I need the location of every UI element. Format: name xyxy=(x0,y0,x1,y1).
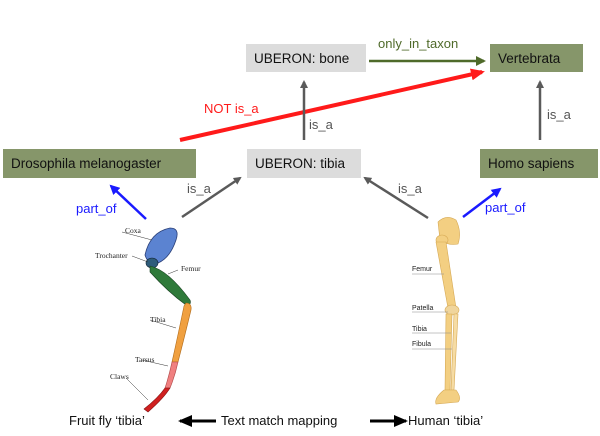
human-leg-image xyxy=(412,217,460,405)
label-only-in-taxon: only_in_taxon xyxy=(378,36,459,51)
caption-fruit-fly-tibia: Fruit fly ‘tibia’ xyxy=(69,413,145,428)
label-not-is-a: NOT is_a xyxy=(204,101,259,116)
label-tibia-is-a-bone: is_a xyxy=(309,117,333,132)
node-uberon-tibia: UBERON: tibia xyxy=(247,149,361,178)
label-fly-part-of: part_of xyxy=(76,201,117,216)
edge-fly-tibia-is-a xyxy=(181,176,242,219)
human-label-femur: Femur xyxy=(412,266,433,273)
fly-label-femur: Femur xyxy=(181,264,201,273)
label-fly-tibia-is-a: is_a xyxy=(187,181,211,196)
caption-text-match-mapping: Text match mapping xyxy=(221,413,338,428)
human-label-fibula: Fibula xyxy=(412,341,432,348)
node-label: UBERON: tibia xyxy=(255,156,346,171)
fly-label-tibia: Tibia xyxy=(150,315,166,324)
fruit-fly-leg-image xyxy=(121,227,192,413)
fly-label-claws: Claws xyxy=(110,372,129,381)
node-drosophila-melanogaster: Drosophila melanogaster xyxy=(3,149,196,178)
edge-not-is-a xyxy=(179,68,485,142)
node-vertebrata: Vertebrata xyxy=(490,44,583,72)
node-homo-sapiens: Homo sapiens xyxy=(480,149,598,178)
edge-human-tibia-is-a xyxy=(363,176,429,220)
label-human-part-of: part_of xyxy=(485,200,526,215)
node-label: Drosophila melanogaster xyxy=(11,156,162,171)
caption-human-tibia: Human ‘tibia’ xyxy=(408,413,484,428)
node-uberon-bone: UBERON: bone xyxy=(246,44,366,72)
fly-label-trochanter: Trochanter xyxy=(95,251,128,260)
node-label: Homo sapiens xyxy=(488,156,575,171)
fly-label-tarsus: Tarsus xyxy=(135,355,155,364)
human-label-tibia: Tibia xyxy=(412,326,427,333)
node-label: Vertebrata xyxy=(498,50,561,66)
human-label-patella: Patella xyxy=(412,305,434,312)
edge-fly-part-of xyxy=(109,184,147,220)
node-label: UBERON: bone xyxy=(254,50,350,66)
fly-label-coxa: Coxa xyxy=(125,226,141,235)
edge-human-part-of xyxy=(462,187,502,218)
label-human-is-a-vertebrata: is_a xyxy=(547,107,571,122)
label-human-tibia-is-a: is_a xyxy=(398,181,422,196)
